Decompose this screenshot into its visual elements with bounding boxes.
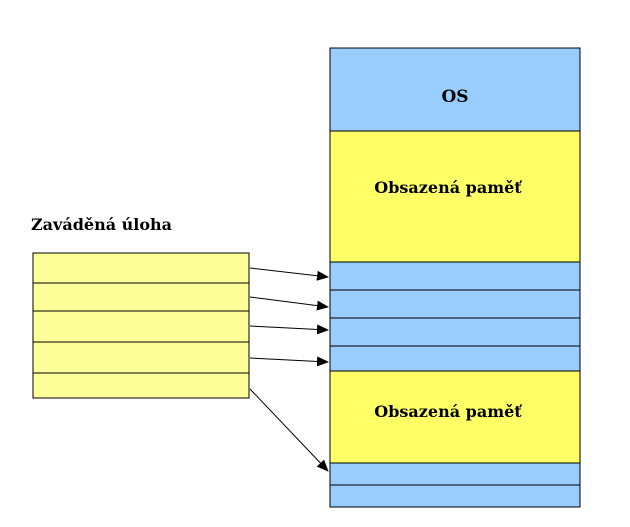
os-label: OS	[441, 87, 468, 107]
arrow-4	[249, 356, 329, 367]
free-frame-6	[329, 484, 581, 508]
task-page-3	[32, 310, 250, 343]
arrow-1	[249, 267, 329, 281]
occupied-block-2	[329, 370, 581, 464]
free-frame-2	[329, 289, 581, 319]
mapping-arrows	[249, 267, 329, 472]
task-page-4	[32, 341, 250, 374]
task-page-5	[32, 372, 250, 399]
arrow-3	[249, 324, 329, 335]
arrow-2	[249, 296, 329, 311]
task-page-2	[32, 282, 250, 312]
memory-column: OS Obsazená paměť Obsazená paměť	[329, 47, 581, 508]
free-frame-1	[329, 261, 581, 291]
occupied-label-1: Obsazená paměť	[374, 178, 522, 197]
task-page-1	[32, 252, 250, 284]
task-label: Zaváděná úloha	[31, 215, 172, 234]
occupied-label-2: Obsazená paměť	[374, 402, 522, 421]
free-frame-4	[329, 345, 581, 372]
occupied-block-1	[329, 130, 581, 263]
free-frame-3	[329, 317, 581, 347]
os-block	[329, 47, 581, 132]
arrow-5	[249, 388, 329, 472]
free-frame-5	[329, 462, 581, 486]
task-pages	[32, 252, 250, 399]
